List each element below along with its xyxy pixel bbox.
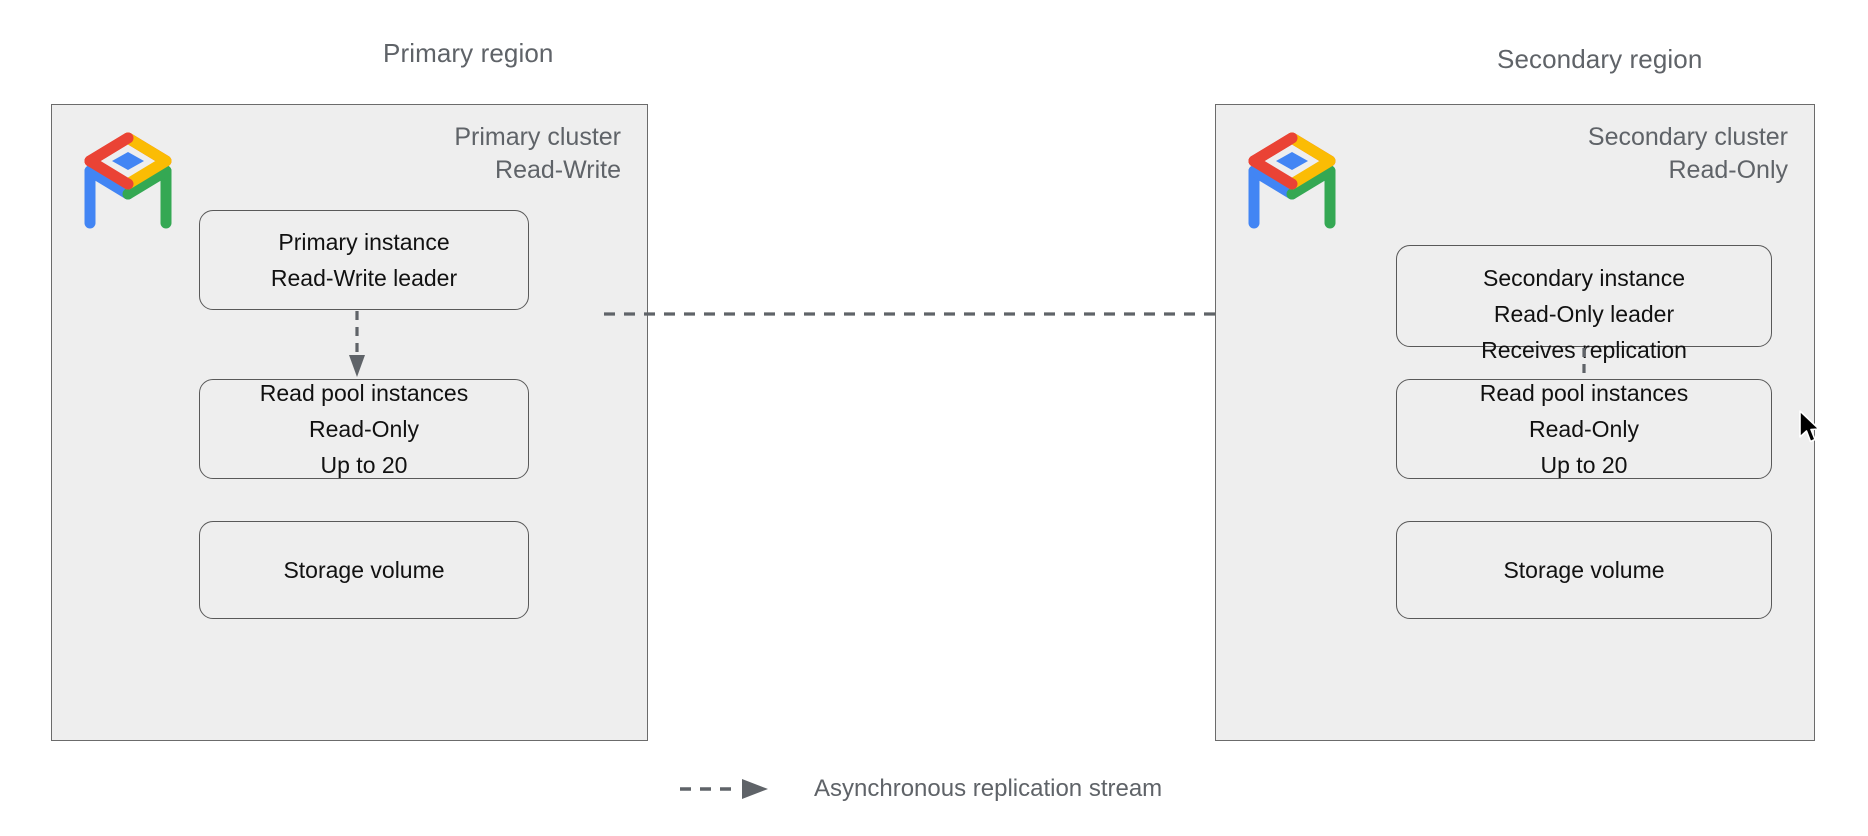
primary-cluster-panel: Primary cluster Read-Write Primary insta… [51,104,648,741]
alloydb-logo-icon [76,127,180,231]
storage-volume-node-secondary[interactable]: Storage volume [1396,521,1772,619]
primary-region-title: Primary region [383,38,554,68]
storage-volume-node-primary[interactable]: Storage volume [199,521,529,619]
alloydb-logo-icon [1240,127,1344,231]
primary-instance-node[interactable]: Primary instance Read-Write leader [199,210,529,310]
replication-arrow-primary-icon [346,311,368,379]
primary-cluster-title: Primary cluster Read-Write [454,123,621,184]
read-pool-instances-node-secondary[interactable]: Read pool instances Read-Only Up to 20 [1396,379,1772,479]
read-pool-instances-node-primary[interactable]: Read pool instances Read-Only Up to 20 [199,379,529,479]
dashed-arrow-icon [680,777,776,801]
secondary-cluster-title: Secondary cluster Read-Only [1587,123,1788,184]
secondary-cluster-panel: Secondary cluster Read-Only Secondary in… [1215,104,1815,741]
diagram-legend: Asynchronous replication stream [680,775,1162,803]
secondary-instance-node[interactable]: Secondary instance Read-Only leader Rece… [1396,245,1772,363]
legend-label-async-replication: Asynchronous replication stream [814,775,1163,802]
secondary-region-title: Secondary region [1497,44,1703,74]
